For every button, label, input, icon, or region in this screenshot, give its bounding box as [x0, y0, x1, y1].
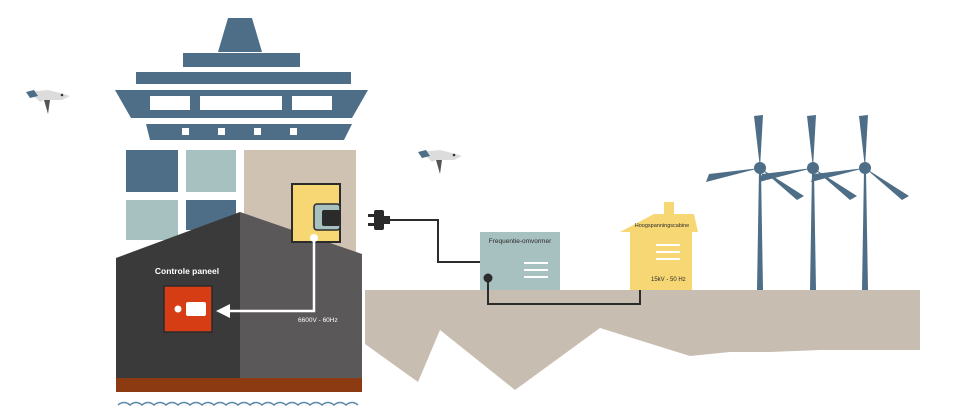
seagull-icon [26, 90, 70, 114]
ship-socket-box [292, 184, 340, 242]
frequency-converter-label: Frequentie-omvormer [489, 238, 552, 245]
shore-ground [365, 290, 920, 390]
grid-voltage-label: 15kV - 50 Hz [651, 277, 686, 283]
wind-turbine-icon [706, 115, 804, 290]
seagull-icon [418, 150, 462, 174]
wind-turbine-icon [811, 115, 909, 290]
water-waves [118, 403, 358, 406]
control-panel-label: Controle paneel [155, 266, 219, 276]
ship-voltage-label: 6600V - 60Hz [298, 317, 338, 324]
high-voltage-cabin-label: Hoogspanningscabine [635, 223, 689, 229]
control-panel [164, 286, 212, 332]
wind-turbine-icon [759, 115, 857, 290]
plug-icon [368, 210, 390, 230]
